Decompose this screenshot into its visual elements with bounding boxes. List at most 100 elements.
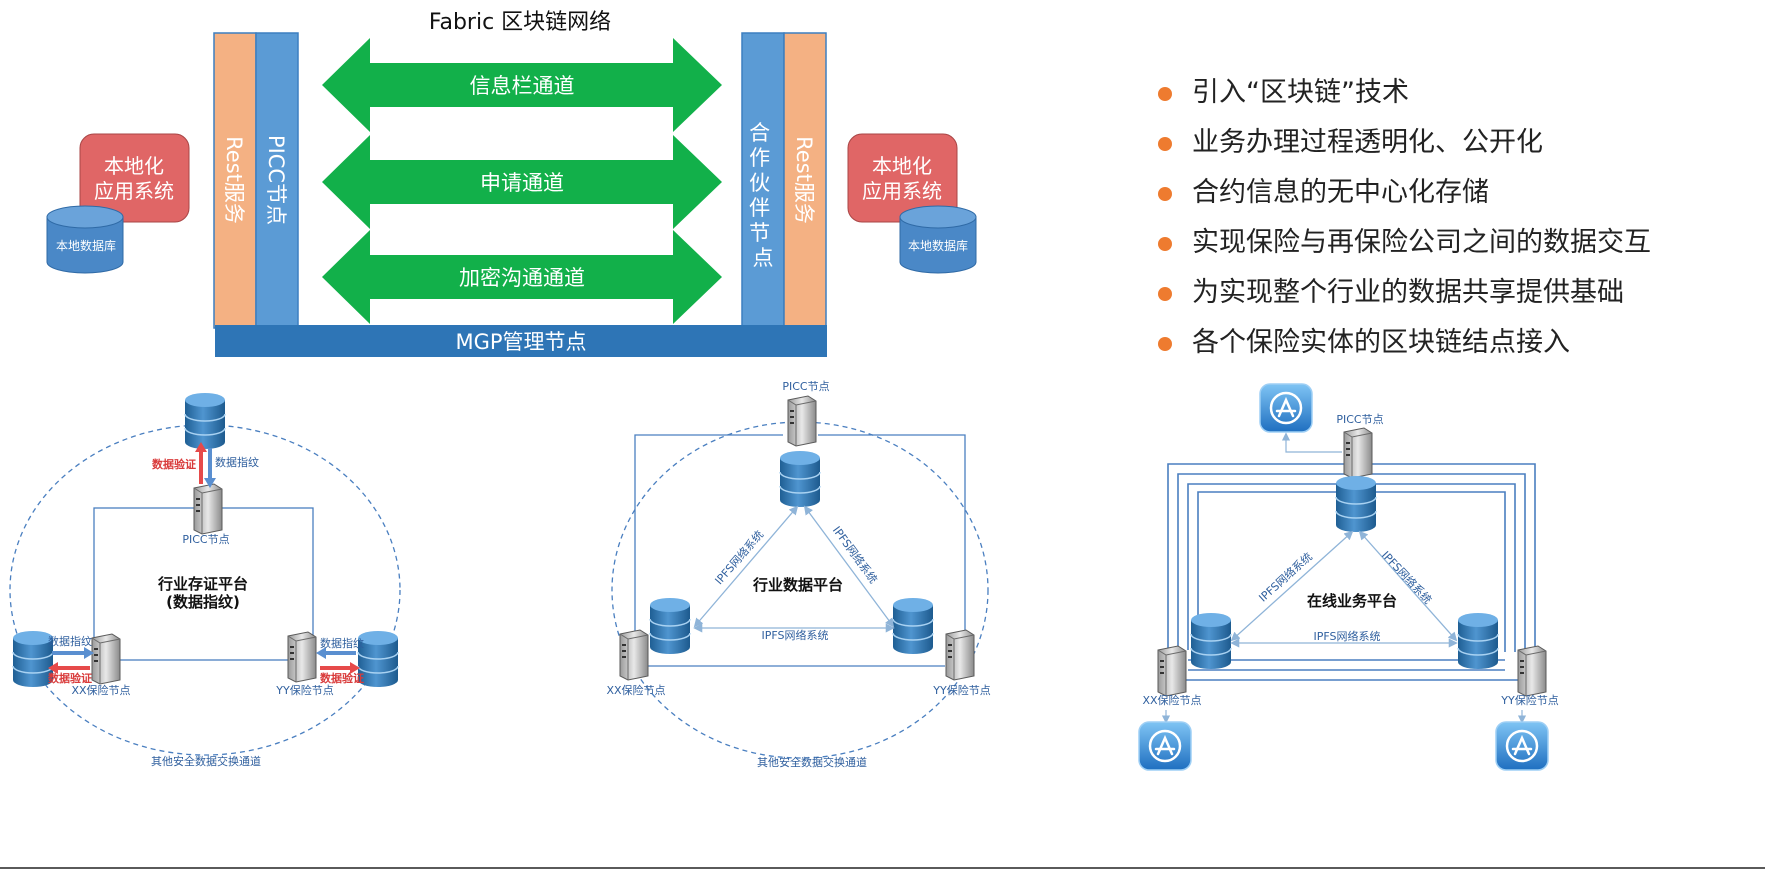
- d1-left-fp-arrowhead: [84, 647, 94, 659]
- right-db-cylinder: [899, 205, 977, 274]
- right-node-char-5: 节: [749, 221, 770, 245]
- channel-arrow-3: [322, 230, 722, 324]
- d1-left-verify-arrowhead: [48, 662, 58, 674]
- feature-text: 各个保险实体的区块链结点接入: [1192, 327, 1570, 358]
- d2-top-server-icon: [787, 395, 817, 447]
- d3-edge-bottom-label: IPFS网络系统: [1314, 629, 1381, 643]
- mgp-label: MGP管理节点: [455, 330, 586, 354]
- top-diagram: Fabric 区块链网络 Rest服务 PICC节点 合 作 伙 伴 节 点 R…: [46, 10, 977, 357]
- feature-text: 实现保险与再保险公司之间的数据交互: [1192, 227, 1651, 258]
- d3-right-node-label: YY保险节点: [1500, 693, 1558, 707]
- d1-top-server-icon: [193, 483, 223, 535]
- d1-verify-arrowhead: [195, 442, 207, 452]
- left-rest-column: [213, 32, 257, 329]
- right-rest-label: Rest服务: [792, 136, 816, 224]
- d2-left-server-icon: [619, 629, 649, 681]
- feature-item: 合约信息的无中心化存储: [1158, 168, 1651, 218]
- d3-top-app-link: [1281, 432, 1342, 453]
- d2-center-title: 行业数据平台: [752, 576, 843, 594]
- d1-right-fp-arrowhead: [316, 647, 326, 659]
- d1-top-node-label: PICC节点: [182, 533, 229, 546]
- diagram-1: 数据验证 数据指纹 PICC节点 行业存证平台 (数据指纹) 数据指纹 数据验证…: [9, 392, 401, 768]
- d1-verify-label: 数据验证: [152, 457, 196, 471]
- channel-label-1: 信息栏通道: [470, 74, 575, 98]
- d3-right-app-icon: [1494, 720, 1550, 772]
- d1-left-fp-label: 数据指纹: [48, 634, 92, 648]
- d3-edge-right: [1358, 530, 1458, 642]
- channel-label-3: 加密沟通通道: [459, 266, 585, 290]
- d3-left-server-icon: [1157, 645, 1187, 697]
- feature-item: 实现保险与再保险公司之间的数据交互: [1158, 218, 1651, 268]
- d3-right-server-icon: [1517, 645, 1547, 697]
- d3-left-db-icon: [1190, 612, 1232, 670]
- d1-left-server-icon: [91, 633, 121, 685]
- right-node-label: 合 作 伙 伴 节 点: [749, 121, 777, 270]
- right-node-char-2: 作: [749, 146, 770, 170]
- d3-top-db-icon: [1335, 475, 1377, 533]
- right-node-char-3: 伙: [749, 171, 770, 195]
- d2-right-link: [818, 434, 966, 655]
- bullet-dot: [1158, 287, 1172, 301]
- d1-right-server-icon: [287, 631, 317, 683]
- d2-bottom-label: 其他安全数据交换通道: [757, 755, 867, 769]
- d1-right-fp-label: 数据指纹: [320, 636, 364, 650]
- d3-right-db-icon: [1457, 612, 1499, 670]
- d1-center-title: 行业存证平台: [157, 575, 248, 593]
- feature-text: 业务办理过程透明化、公开化: [1192, 127, 1543, 158]
- right-app-line1: 本地化: [872, 154, 932, 178]
- d2-left-link: [634, 434, 783, 655]
- bullet-dot: [1158, 237, 1172, 251]
- bullet-dot: [1158, 187, 1172, 201]
- feature-item: 业务办理过程透明化、公开化: [1158, 118, 1651, 168]
- d1-left-node-label: XX保险节点: [71, 683, 130, 697]
- d1-center-sub: (数据指纹): [166, 593, 240, 611]
- left-rest-label: Rest服务: [222, 136, 246, 224]
- d1-fp-arrowhead: [204, 478, 216, 488]
- d1-bottom-label: 其他安全数据交换通道: [151, 754, 261, 768]
- d1-right-db-icon: [357, 630, 399, 688]
- bullet-dot: [1158, 87, 1172, 101]
- right-db-label: 本地数据库: [908, 238, 968, 253]
- diagram-3: PICC节点 IPFS网络系统 IPFS网络系统 IPFS网络系统 在线业务平台…: [1137, 382, 1559, 772]
- left-app-line1: 本地化: [104, 154, 164, 178]
- right-node-char-1: 合: [749, 121, 770, 145]
- mgp-bar: [215, 325, 827, 357]
- d2-top-node-label: PICC节点: [782, 380, 829, 393]
- feature-item: 为实现整个行业的数据共享提供基础: [1158, 268, 1651, 318]
- channel-arrow-2: [322, 135, 722, 229]
- d3-top-app-icon: [1258, 382, 1314, 434]
- feature-text: 为实现整个行业的数据共享提供基础: [1192, 277, 1624, 308]
- d2-right-server-icon: [945, 629, 975, 681]
- bullet-dot: [1158, 137, 1172, 151]
- feature-item: 引入“区块链”技术: [1158, 68, 1651, 118]
- left-app-box: [79, 133, 190, 223]
- feature-text: 引入“区块链”技术: [1192, 77, 1409, 108]
- d1-left-db-icon: [12, 630, 54, 688]
- d2-edge-left: [693, 505, 799, 628]
- channel-arrow-1: [322, 38, 722, 132]
- d1-left-verify-label: 数据验证: [48, 671, 92, 685]
- left-db-label: 本地数据库: [56, 238, 116, 253]
- diagram-2: PICC节点 IPFS网络系统 IPFS网络系统 IPFS网络系统 行业数据平台…: [606, 380, 990, 769]
- d2-left-node-label: XX保险节点: [606, 683, 665, 697]
- d3-top-server-icon: [1343, 427, 1373, 479]
- d1-right-node-label: YY保险节点: [275, 683, 333, 697]
- d2-left-db-icon: [649, 597, 691, 655]
- d2-top-db-icon: [779, 450, 821, 508]
- d2-right-node-label: YY保险节点: [932, 683, 990, 697]
- feature-item: 各个保险实体的区块链结点接入: [1158, 318, 1651, 368]
- d3-center-title: 在线业务平台: [1307, 592, 1397, 610]
- d2-edge-right: [803, 505, 895, 628]
- d3-edge-left: [1230, 530, 1354, 642]
- d3-top-node-label: PICC节点: [1336, 413, 1383, 426]
- d2-right-db-icon: [892, 597, 934, 655]
- right-node-char-4: 伴: [749, 196, 770, 220]
- channel-label-2: 申请通道: [480, 171, 564, 195]
- right-app-line2: 应用系统: [862, 179, 942, 203]
- d3-left-node-label: XX保险节点: [1142, 693, 1201, 707]
- d1-fp-label: 数据指纹: [215, 455, 259, 469]
- left-node-label: PICC节点: [264, 135, 288, 225]
- d1-top-db-icon: [184, 392, 226, 450]
- left-db-cylinder: [46, 205, 124, 274]
